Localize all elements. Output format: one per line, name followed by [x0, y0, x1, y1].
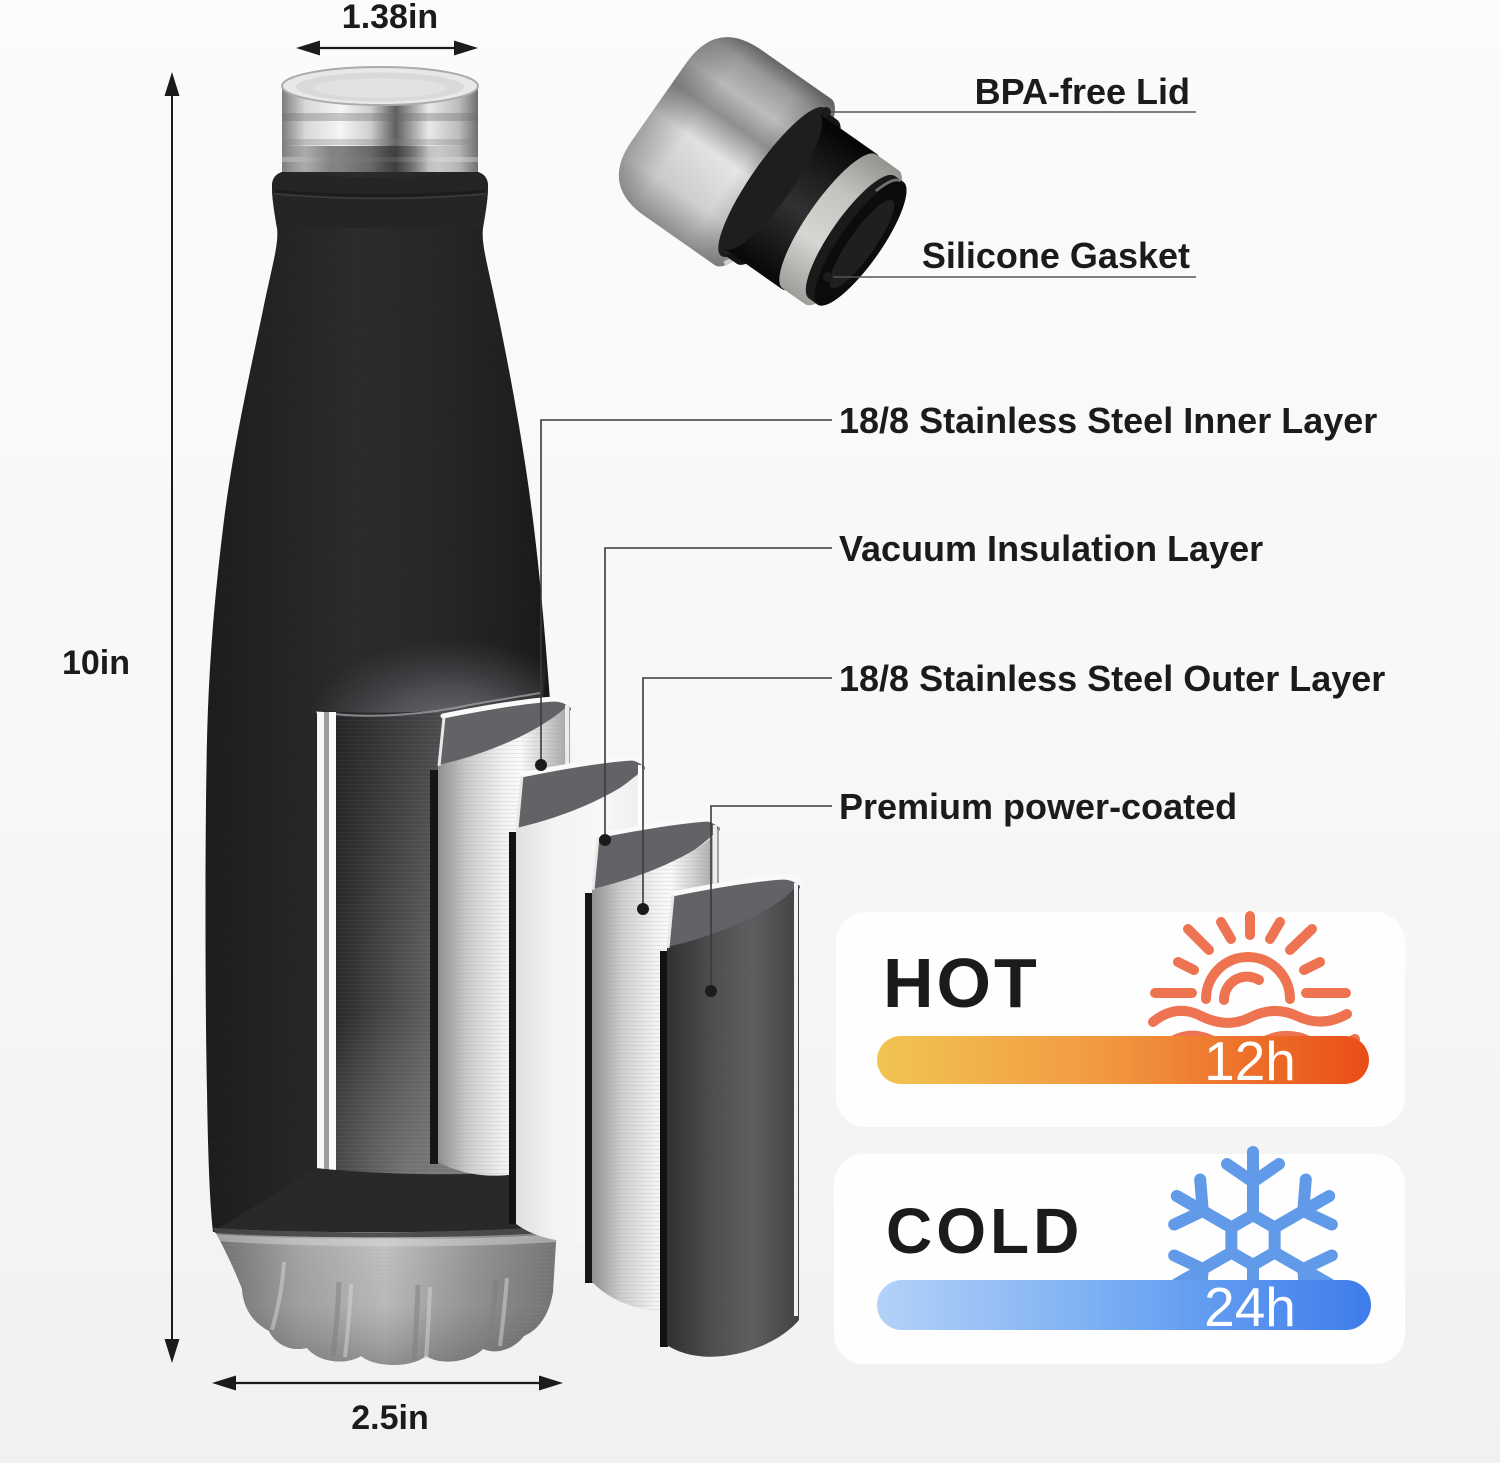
- svg-text:12h: 12h: [1204, 1030, 1296, 1092]
- svg-text:18/8 Stainless Steel Outer Lay: 18/8 Stainless Steel Outer Layer: [839, 658, 1385, 699]
- svg-text:BPA-free Lid: BPA-free Lid: [975, 71, 1190, 112]
- svg-text:Silicone Gasket: Silicone Gasket: [922, 235, 1190, 276]
- svg-text:1.38in: 1.38in: [342, 0, 438, 36]
- svg-text:COLD: COLD: [886, 1195, 1083, 1267]
- svg-text:2.5in: 2.5in: [351, 1399, 428, 1437]
- svg-text:18/8 Stainless Steel Inner Lay: 18/8 Stainless Steel Inner Layer: [839, 400, 1377, 441]
- svg-text:24h: 24h: [1204, 1276, 1296, 1338]
- svg-text:10in: 10in: [62, 644, 130, 682]
- svg-text:Premium power-coated: Premium power-coated: [839, 786, 1237, 827]
- svg-text:HOT: HOT: [883, 944, 1040, 1022]
- svg-text:Vacuum Insulation Layer: Vacuum Insulation Layer: [839, 528, 1263, 569]
